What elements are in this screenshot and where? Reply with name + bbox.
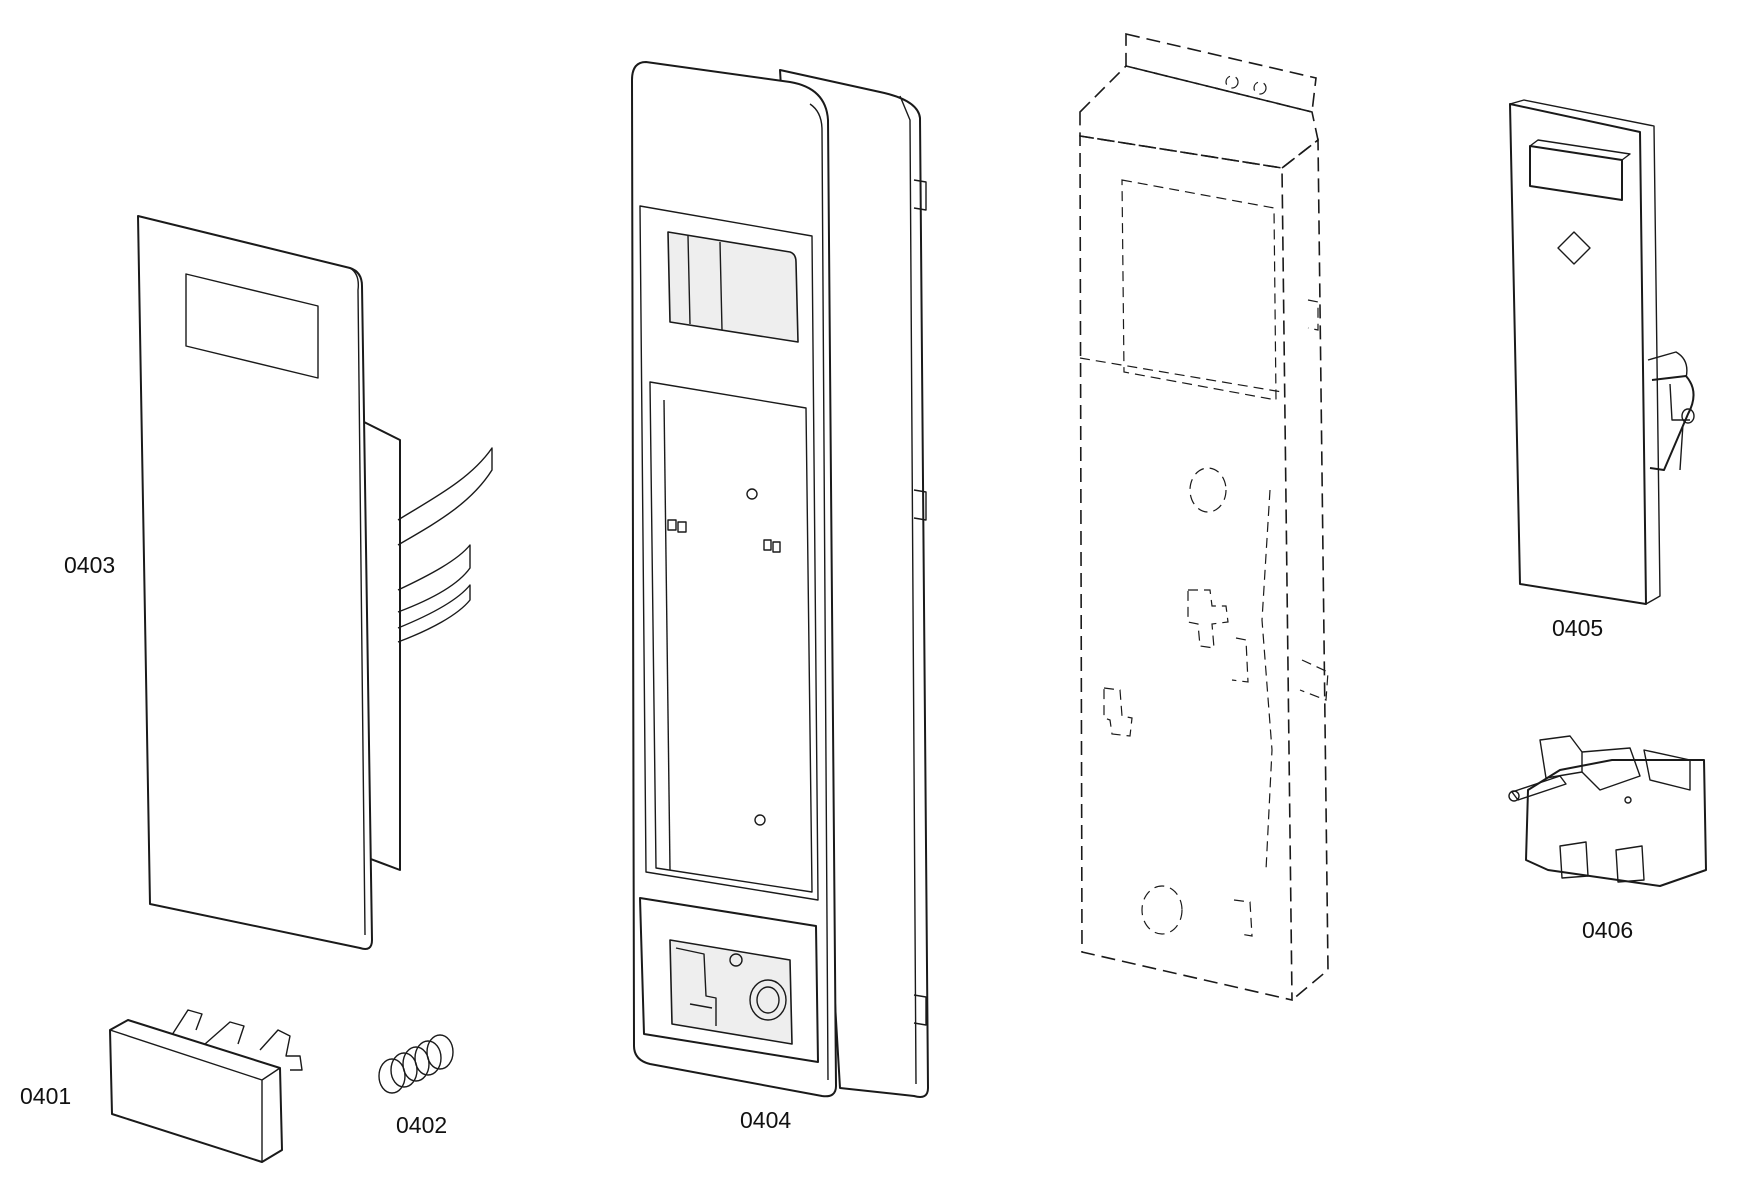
mounting-bracket-dashed bbox=[1079, 32, 1329, 1002]
label-0404: 0404 bbox=[740, 1107, 791, 1133]
part-0405-control-panel[interactable] bbox=[1509, 99, 1695, 605]
label-0405: 0405 bbox=[1552, 615, 1603, 641]
part-0402-spring[interactable] bbox=[378, 1034, 454, 1094]
label-0401: 0401 bbox=[20, 1083, 71, 1109]
label-0402: 0402 bbox=[396, 1112, 447, 1138]
label-0406: 0406 bbox=[1582, 917, 1633, 943]
part-0404-door-frame[interactable] bbox=[631, 61, 929, 1098]
part-0406-interlock-switch[interactable] bbox=[1508, 735, 1707, 887]
label-0403: 0403 bbox=[64, 552, 115, 578]
part-0403-door-panel[interactable] bbox=[137, 215, 493, 950]
part-0401-latch-button[interactable] bbox=[109, 1009, 303, 1163]
